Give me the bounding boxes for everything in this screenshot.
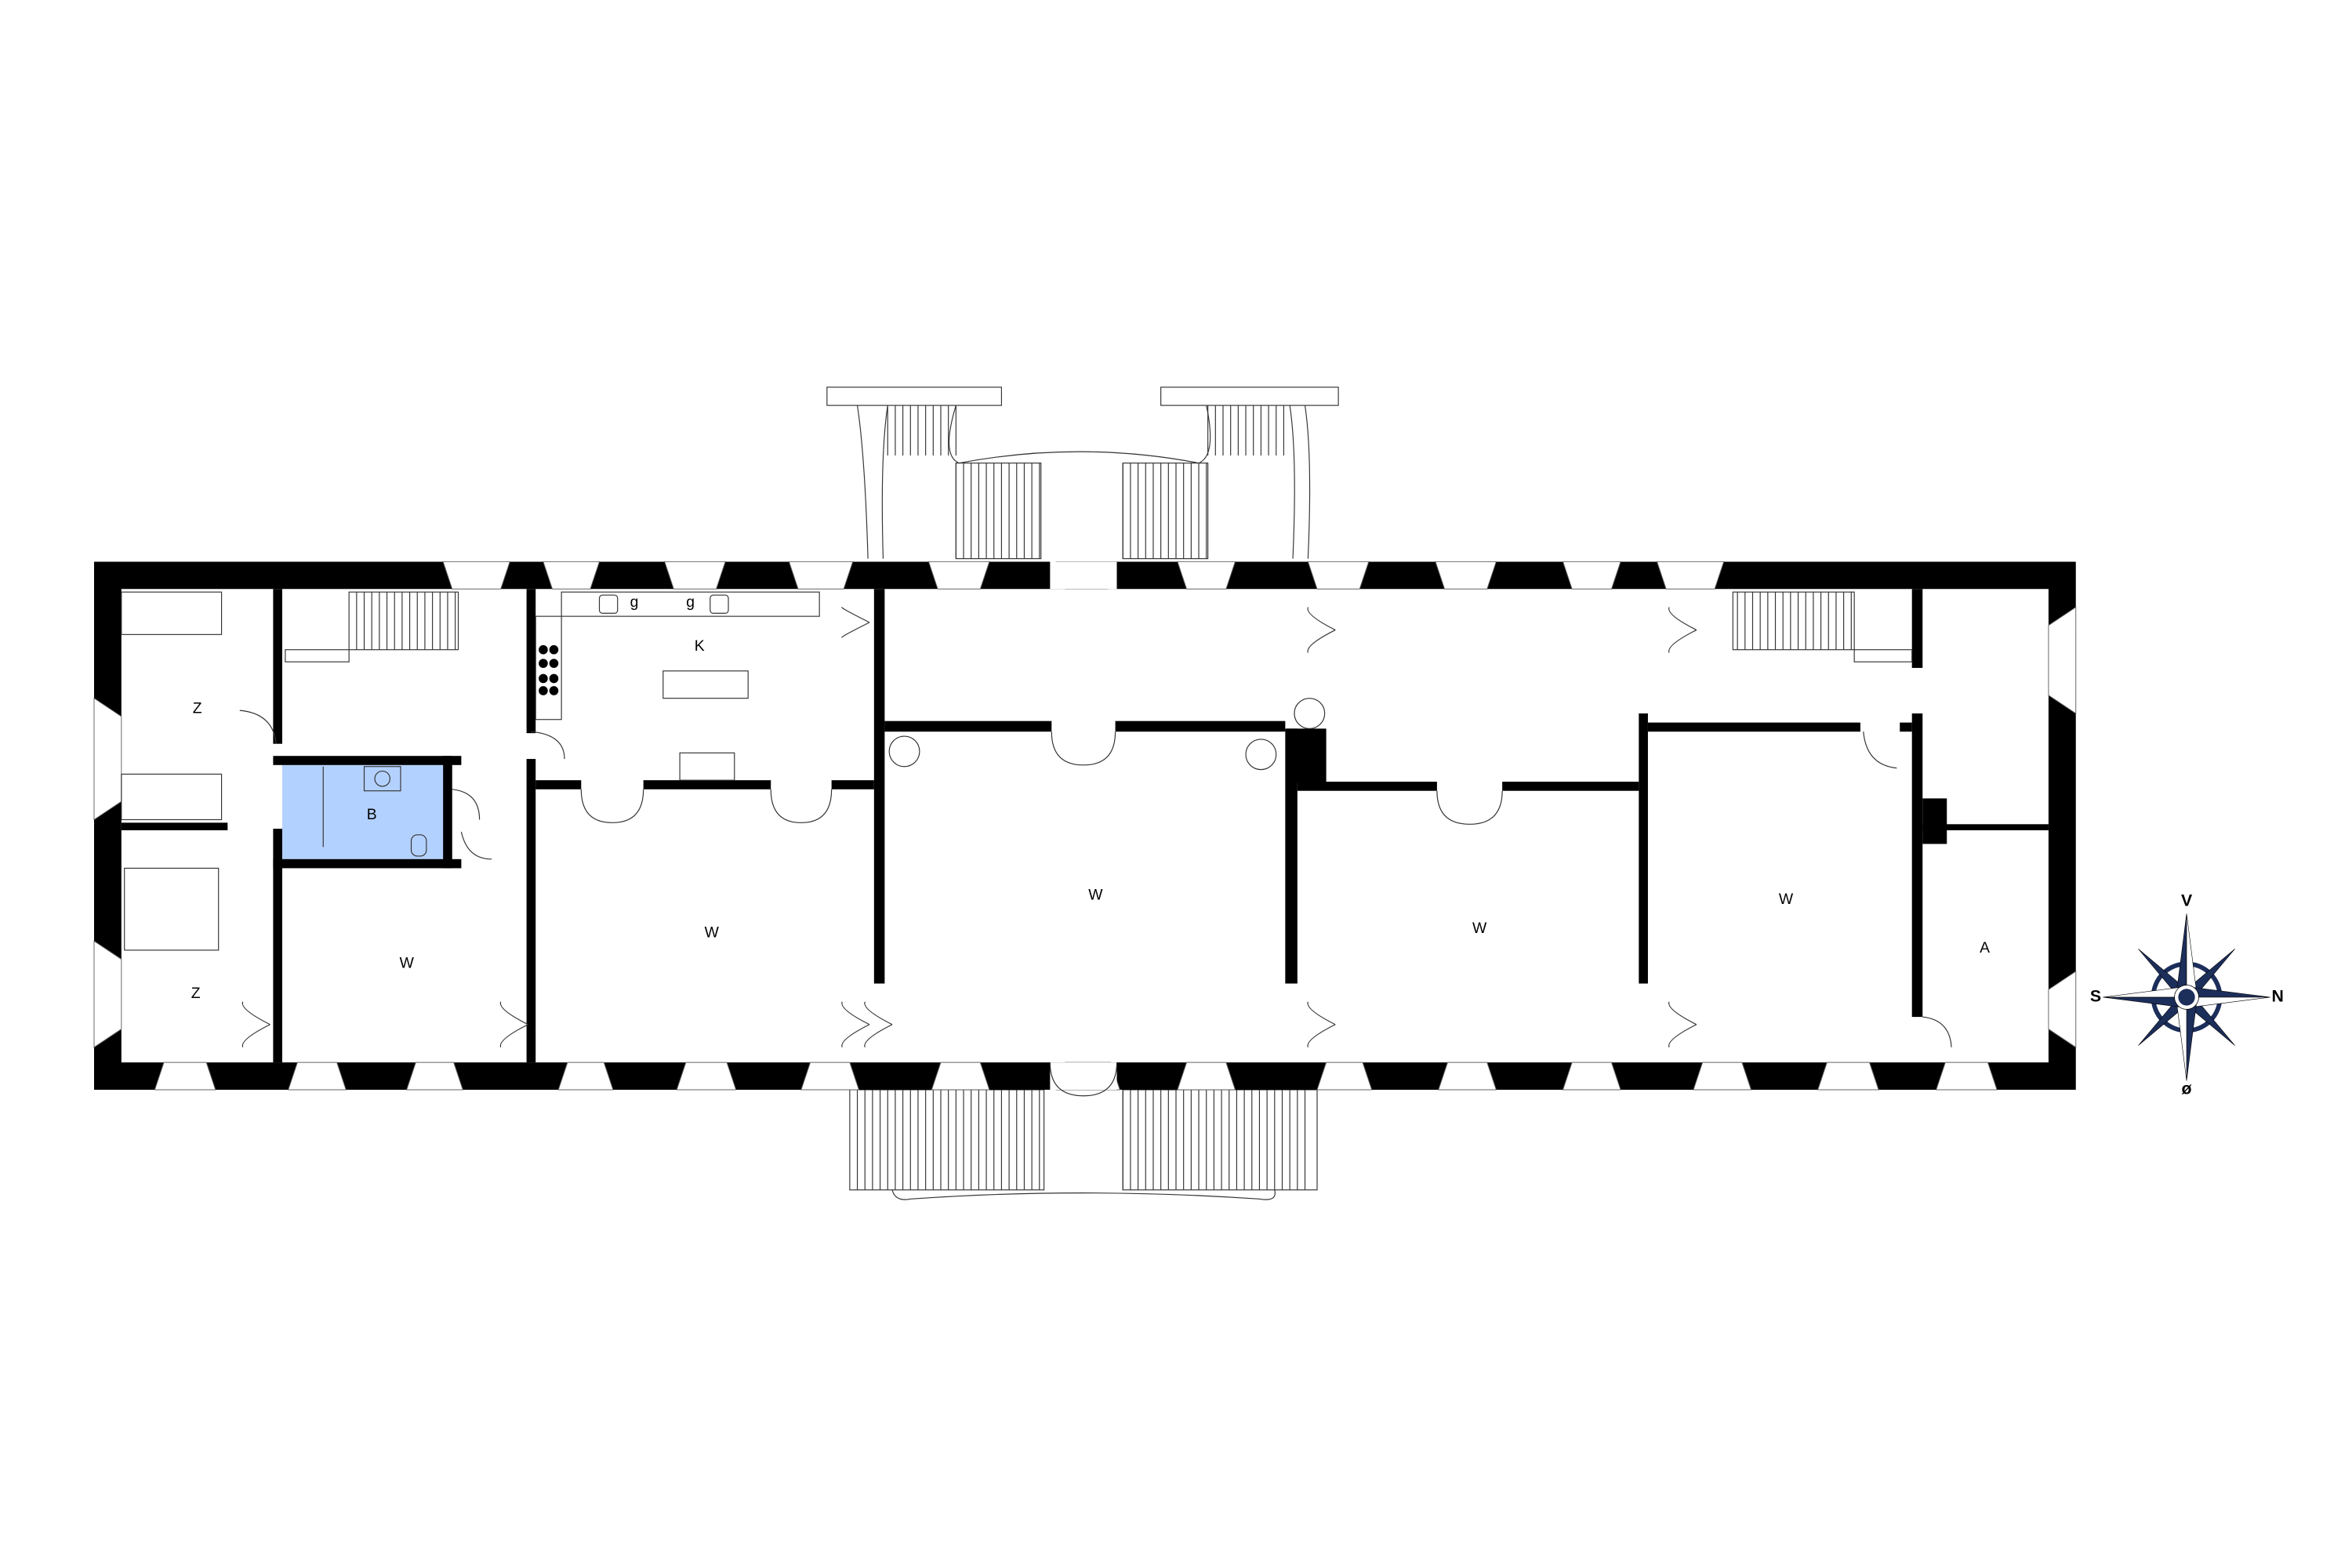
interior-walls (121, 589, 2049, 1063)
kitchen-counter: g g (535, 591, 820, 781)
bathroom-fixtures (322, 766, 427, 857)
inner-stairs (285, 591, 1913, 662)
exterior-walls (93, 561, 2077, 1091)
south-stairs (849, 1089, 1318, 1200)
room-label-w4: W (1472, 920, 1487, 937)
beds (121, 591, 223, 951)
compass-east: ø (2182, 1080, 2192, 1098)
room-label-k: K (695, 637, 705, 655)
room-label-w5: W (1779, 891, 1794, 908)
room-label-b: B (367, 806, 377, 823)
north-stairs (826, 387, 1339, 560)
room-label-w1: W (400, 954, 415, 971)
room-label-w3: W (1088, 886, 1103, 903)
kitchen-mark: g (630, 593, 639, 611)
room-label-z2: Z (191, 985, 201, 1002)
room-labels: Z Z B W K W W W W A (191, 637, 1990, 1002)
compass-west: V (2181, 891, 2193, 910)
compass-north: N (2271, 987, 2283, 1006)
room-label-a: A (1980, 939, 1990, 956)
kitchen-mark: g (686, 593, 695, 611)
bathroom-fill (282, 764, 449, 859)
room-label-w2: W (705, 924, 720, 942)
doors (239, 606, 1952, 1097)
compass-south: S (2090, 987, 2101, 1006)
compass-rose: V S N ø (2090, 891, 2284, 1098)
room-label-z1: Z (193, 699, 202, 717)
